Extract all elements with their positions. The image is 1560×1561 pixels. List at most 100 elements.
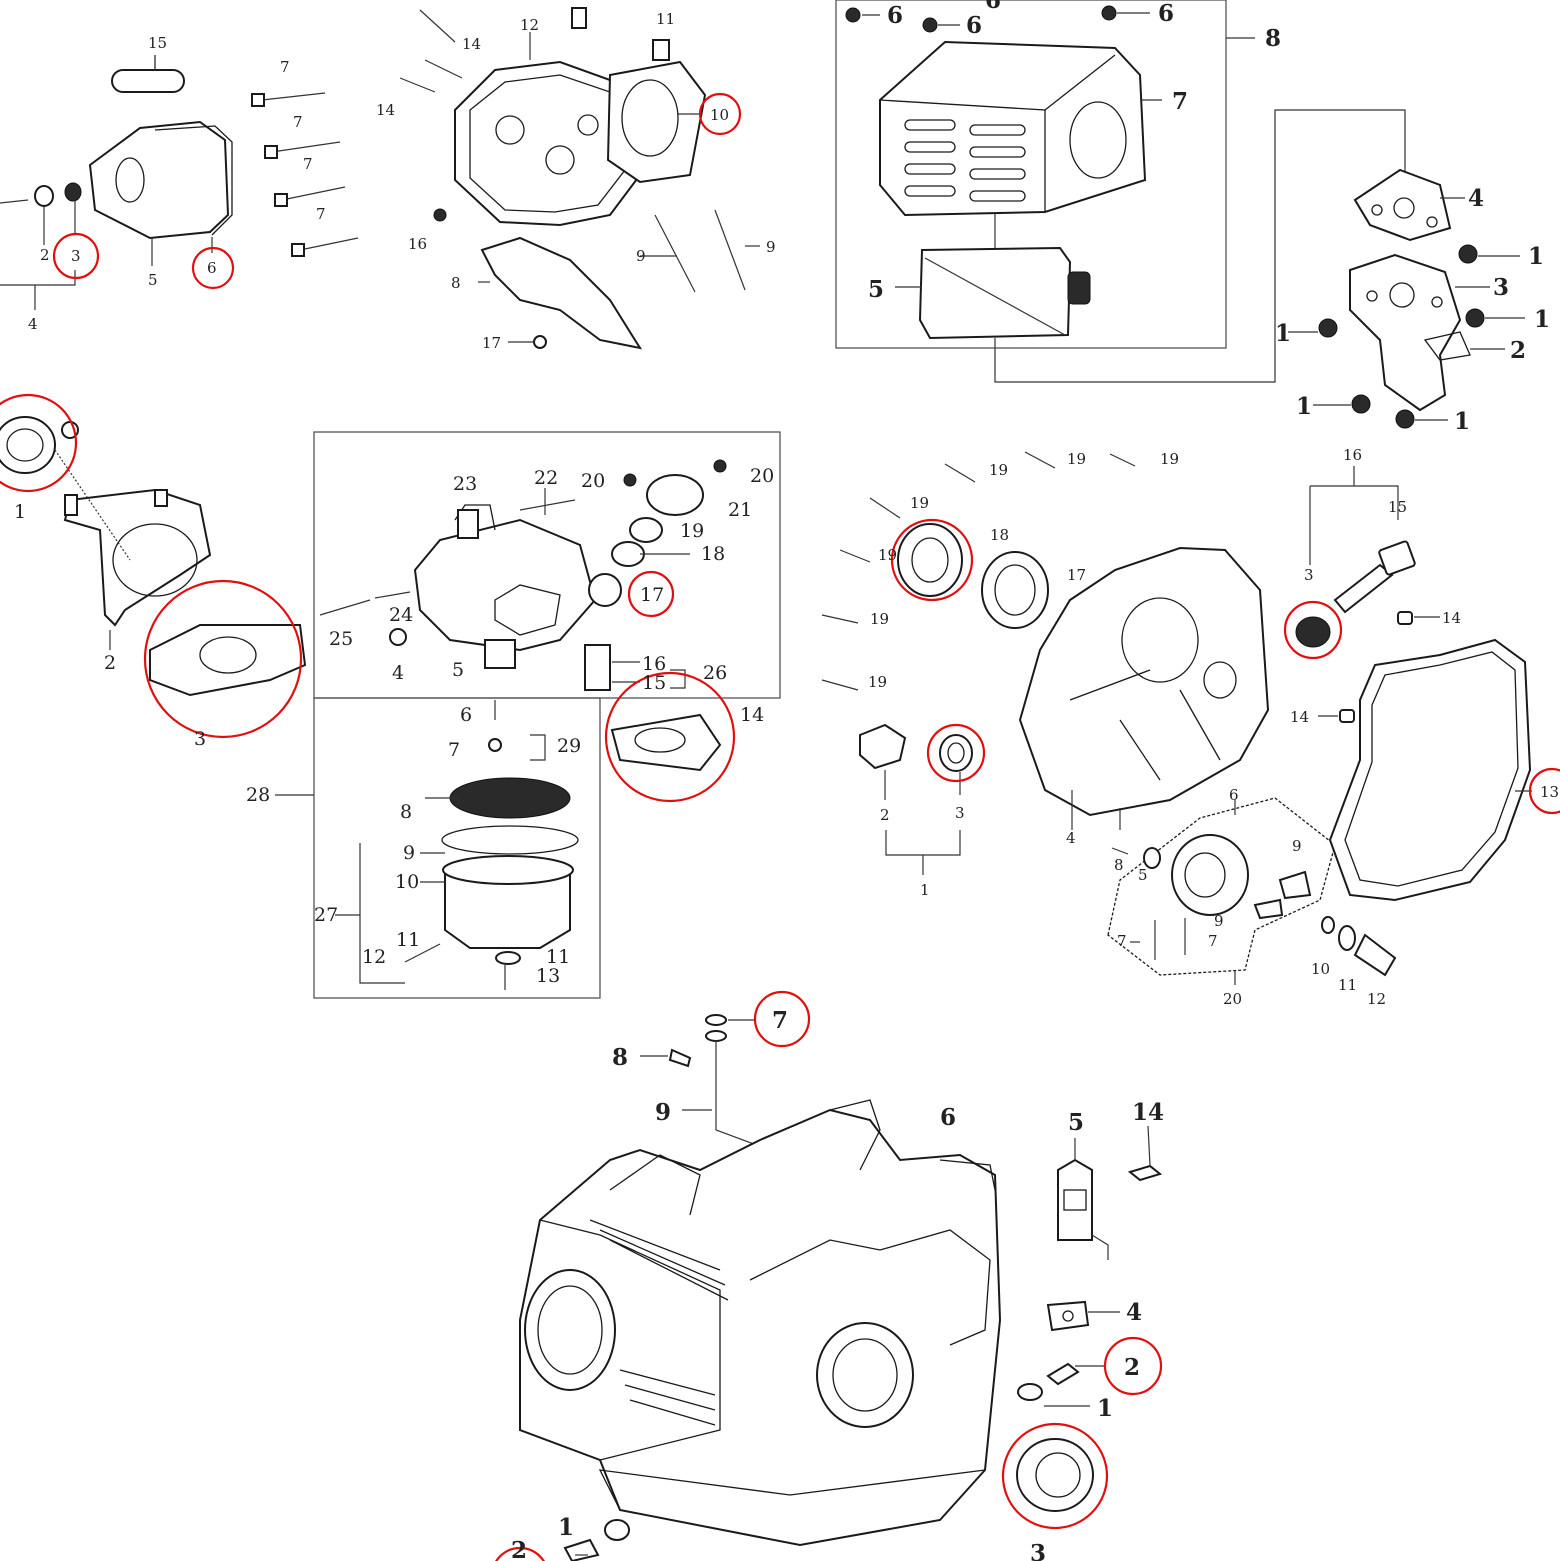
callout: 2 [104, 652, 116, 674]
callout: 13 [1540, 783, 1559, 801]
intake-ring-part [0, 416, 56, 474]
highlight-carb-14 [604, 671, 736, 803]
callout: 1 [1454, 408, 1470, 435]
callout: 7 [772, 1007, 788, 1034]
callout: 18 [701, 543, 725, 565]
governor-group-outline [1107, 797, 1336, 976]
highlight-carb-17 [627, 570, 675, 618]
callout: 15 [1388, 498, 1407, 516]
callout: 17 [482, 334, 501, 352]
callout: 19 [870, 610, 889, 628]
highlight-cover-18 [890, 518, 974, 602]
panel-rocker-cover [0, 55, 359, 310]
callout: 6 [1229, 786, 1239, 804]
panel-intake-gaskets [0, 416, 307, 697]
callout: 20 [581, 470, 605, 492]
dipstick-part [1333, 563, 1394, 614]
callout: 10 [710, 106, 729, 124]
highlight-rocker-3 [52, 232, 100, 280]
vent-slots [904, 119, 1026, 202]
dowel-pin-part [111, 69, 185, 93]
callout: 2 [511, 1537, 527, 1561]
highlight-rocker-6 [191, 246, 235, 290]
callout: 10 [1311, 960, 1330, 978]
oil-seal-part [1016, 1438, 1094, 1512]
bearing-18-part [897, 523, 963, 597]
callout: 16 [1343, 446, 1362, 464]
highlight-intake-1 [0, 393, 78, 493]
callout: 2 [880, 806, 890, 824]
crankcase-cover-part [1018, 546, 1270, 817]
callout: 4 [1468, 185, 1484, 212]
highlight-block-2b [495, 1546, 545, 1561]
callout: 25 [329, 628, 353, 650]
callout: 3 [71, 247, 81, 265]
highlight-block-2 [1103, 1336, 1163, 1396]
callout: 29 [557, 735, 581, 757]
callout: 22 [534, 467, 558, 489]
callout: 19 [878, 546, 897, 564]
callout: 18 [990, 526, 1009, 544]
callout: 20 [750, 465, 774, 487]
highlight-block-3 [1001, 1422, 1109, 1530]
callout: 6 [460, 704, 472, 726]
callout: 19 [1160, 450, 1179, 468]
callout: 7 [448, 739, 460, 761]
callout: 14 [462, 35, 481, 53]
callout: 8 [612, 1044, 628, 1071]
panel-muffler-flange [1288, 168, 1525, 429]
callout: 3 [1030, 1540, 1046, 1561]
callout: 19 [989, 461, 1008, 479]
callout: 17 [640, 584, 664, 606]
callout: 8 [400, 801, 412, 823]
panel-carburetor [275, 431, 781, 999]
callout: 26 [703, 662, 727, 684]
callout: 1 [1534, 306, 1550, 333]
callout: 1 [1275, 320, 1291, 347]
muffler-shield-part [879, 40, 1147, 217]
callout: 9 [655, 1099, 671, 1126]
highlight-filler-3 [1283, 600, 1343, 660]
drain-plug-part [859, 723, 907, 770]
float-bowl-part [444, 870, 571, 949]
callout: 12 [520, 16, 539, 34]
callout-labels: 15 7 7 7 7 2 3 5 6 4 12 11 14 14 10 16 9… [14, 0, 1559, 1561]
callout: 8 [1114, 856, 1124, 874]
callout: 1 [1528, 243, 1544, 270]
callout: 3 [194, 728, 206, 750]
pushrod-guide-part [480, 236, 643, 350]
callout: 10 [395, 871, 419, 893]
callout: 4 [1126, 1299, 1142, 1326]
callout: 7 [1208, 932, 1218, 950]
panel-oil-filler [1295, 466, 1532, 902]
callout: 14 [740, 704, 764, 726]
callout: 12 [362, 946, 386, 968]
carburetor-body-part [413, 518, 597, 652]
callout: 20 [1223, 990, 1242, 1008]
callout: 7 [1172, 88, 1188, 115]
callout: 9 [636, 247, 646, 265]
bearing-17-part [981, 551, 1049, 629]
callout: 12 [1367, 990, 1386, 1008]
cylinder-bore-part [524, 1269, 616, 1391]
insulator-plate-part [63, 488, 212, 627]
callout: 9 [766, 238, 776, 256]
panel-crankcase-cover [821, 451, 1397, 985]
callout: 8 [451, 274, 461, 292]
panel-engine-block [519, 1014, 1163, 1561]
callout: 1 [558, 1514, 574, 1541]
cover-bolt-group [821, 451, 1136, 691]
callout: 14 [1290, 708, 1309, 726]
callout: 11 [656, 10, 675, 28]
cooling-fins [589, 1219, 729, 1426]
callout: 14 [376, 101, 395, 119]
callout: 21 [728, 499, 752, 521]
muffler-group-box [835, 0, 1227, 349]
rocker-cover-part [88, 120, 230, 240]
callout: 17 [1067, 566, 1086, 584]
main-bearing-bore-part [816, 1322, 914, 1428]
carb-gasket-part [149, 624, 307, 697]
head-gasket-part [606, 60, 707, 184]
callout: 23 [453, 473, 477, 495]
